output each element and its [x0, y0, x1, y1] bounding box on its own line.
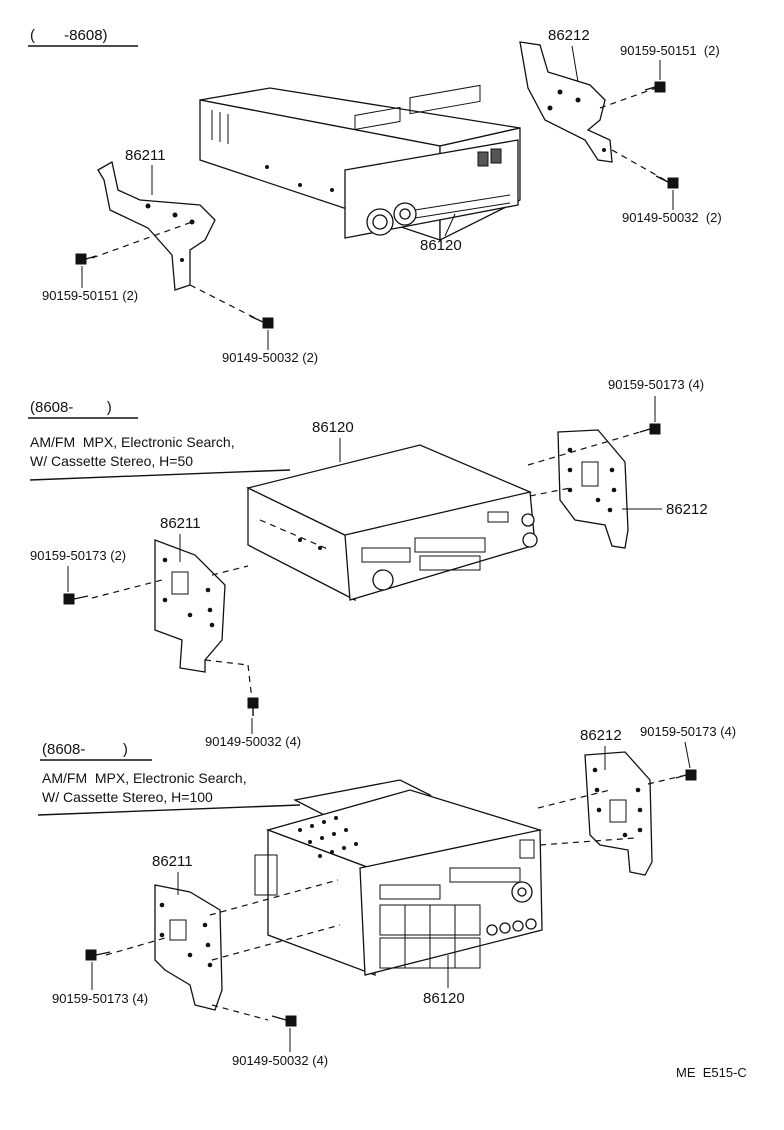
- section-3-range: (8608- ): [42, 741, 128, 758]
- section-2-bracket-left-label: 86211: [160, 515, 201, 532]
- section-1-screw-right-bottom-label: 90149-50032 (2): [622, 210, 722, 225]
- screw-3b: [271, 1015, 297, 1027]
- section-3-bracket-right-label: 86212: [580, 727, 622, 744]
- bracket-left-3: [154, 884, 223, 1011]
- figure-code: ME E515-C: [676, 1065, 747, 1080]
- section-2-screw-bottom-label: 90149-50032 (4): [205, 734, 301, 749]
- section-3: (8608- ) AM/FM MPX, Electronic Search, W…: [37, 724, 736, 1068]
- screw-3c: [675, 769, 697, 781]
- section-2-screw-right-top-label: 90159-50173 (4): [608, 377, 704, 392]
- bracket-left-1: [97, 160, 216, 291]
- bracket-left-2: [154, 539, 226, 673]
- bracket-right-2: [557, 429, 629, 549]
- section-1: ( -8608) 86120: [28, 27, 722, 365]
- section-1-bracket-left-label: 86211: [125, 147, 166, 164]
- screw-2c: [639, 423, 661, 435]
- radio-unit-2: [246, 444, 538, 602]
- bracket-right-3: [584, 751, 653, 876]
- section-3-unit-label: 86120: [423, 990, 465, 1007]
- section-2: (8608- ) AM/FM MPX, Electronic Search, W…: [28, 377, 708, 749]
- screw-2a: [63, 593, 89, 605]
- section-2-unit-label: 86120: [312, 419, 354, 436]
- section-1-unit-label: 86120: [420, 237, 462, 254]
- screw-1d: [655, 175, 679, 189]
- section-2-range: (8608- ): [30, 399, 112, 416]
- section-1-screw-left-label: 90159-50151 (2): [42, 288, 138, 303]
- section-3-screw-bottom-label: 90149-50032 (4): [232, 1053, 328, 1068]
- screw-3a: [85, 949, 111, 961]
- bracket-right-1: [519, 41, 613, 163]
- screw-1c: [644, 81, 666, 93]
- section-1-bracket-right-label: 86212: [548, 27, 590, 44]
- section-3-screw-right-top-label: 90159-50173 (4): [640, 724, 736, 739]
- screw-2b: [247, 697, 259, 716]
- section-2-desc-2: W/ Cassette Stereo, H=50: [30, 453, 193, 469]
- section-3-desc-2: W/ Cassette Stereo, H=100: [42, 789, 213, 805]
- section-1-range: ( -8608): [30, 27, 108, 44]
- section-2-desc-1: AM/FM MPX, Electronic Search,: [30, 434, 235, 450]
- screw-1a: [75, 253, 97, 265]
- radio-unit-3: [254, 779, 543, 976]
- screw-1b: [249, 315, 274, 329]
- section-2-bracket-right-label: 86212: [666, 501, 708, 518]
- section-1-screw-bottom-label: 90149-50032 (2): [222, 350, 318, 365]
- section-3-desc-1: AM/FM MPX, Electronic Search,: [42, 770, 247, 786]
- radio-unit-1: [199, 84, 521, 242]
- section-1-screw-right-top-label: 90159-50151 (2): [620, 43, 720, 58]
- section-3-bracket-left-label: 86211: [152, 853, 193, 870]
- section-3-screw-left-label: 90159-50173 (4): [52, 991, 148, 1006]
- section-2-screw-left-label: 90159-50173 (2): [30, 548, 126, 563]
